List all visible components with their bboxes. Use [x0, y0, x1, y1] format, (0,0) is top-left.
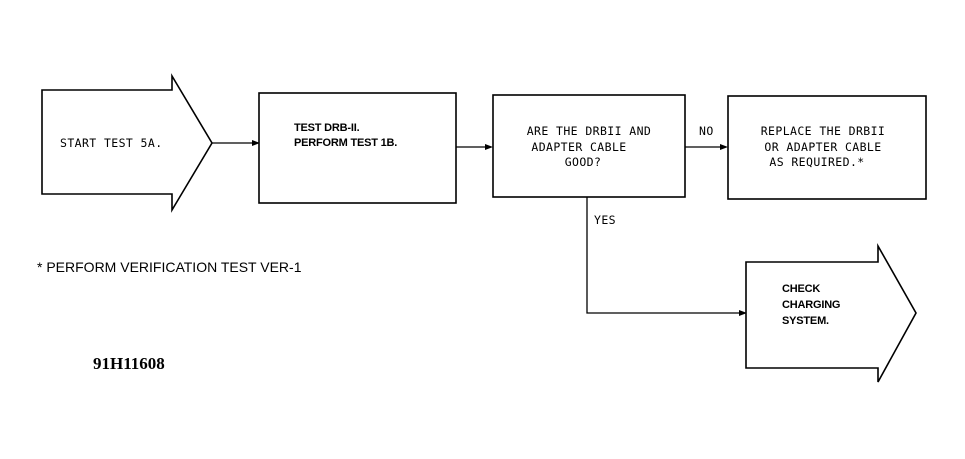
decision-line1: ARE THE DRBII AND [527, 124, 652, 138]
check-line2: CHARGING [782, 299, 840, 311]
verification-footnote: * PERFORM VERIFICATION TEST VER-1 [37, 259, 302, 275]
test-drb-node: TEST DRB-II. PERFORM TEST 1B. [258, 92, 457, 204]
start-node: START TEST 5A. [41, 73, 213, 213]
replace-box [727, 95, 927, 200]
connector-no: NO [685, 124, 728, 150]
replace-node: REPLACE THE DRBII OR ADAPTER CABLE AS RE… [727, 95, 927, 200]
start-label: START TEST 5A. [60, 136, 163, 150]
test-drb-box [258, 92, 457, 204]
check-arrow-shape [745, 242, 917, 383]
figure-code: 91H11608 [93, 354, 165, 373]
decision-line3: GOOD? [565, 155, 602, 169]
no-label: NO [699, 124, 714, 138]
connector-yes: YES [586, 197, 747, 316]
check-node: CHECK CHARGING SYSTEM. [745, 242, 917, 383]
start-arrow-shape [41, 73, 213, 213]
test-drb-line2: PERFORM TEST 1B. [294, 137, 397, 149]
check-line1: CHECK [782, 283, 820, 295]
test-drb-line1: TEST DRB-II. [294, 122, 360, 134]
decision-box [492, 94, 686, 198]
connector-start-to-test [212, 140, 260, 146]
replace-line2: OR ADAPTER CABLE [764, 140, 881, 154]
yes-label: YES [594, 213, 616, 227]
replace-line1: REPLACE THE DRBII [761, 124, 886, 138]
decision-line2: ADAPTER CABLE [531, 140, 626, 154]
decision-node: ARE THE DRBII AND ADAPTER CABLE GOOD? [492, 94, 686, 198]
replace-line3: AS REQUIRED.* [769, 155, 864, 169]
connector-test-to-decision [456, 144, 493, 150]
check-line3: SYSTEM. [782, 315, 829, 327]
